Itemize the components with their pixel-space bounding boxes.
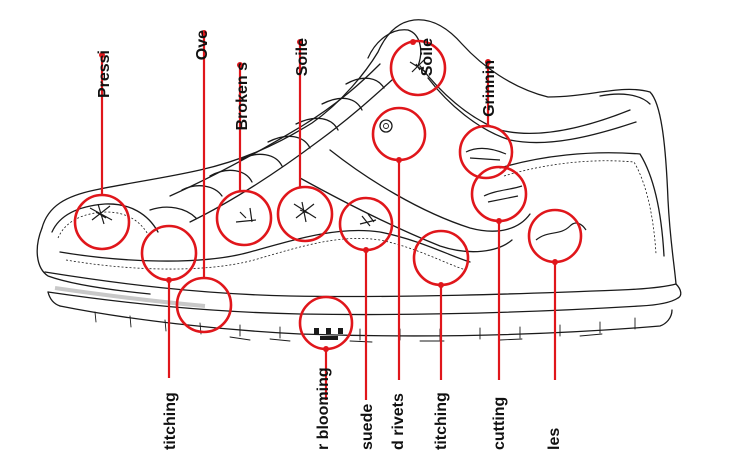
- callout-les: [527, 208, 583, 380]
- callout-circle-grinning: [458, 124, 514, 180]
- leader-dot-broken: [237, 62, 243, 68]
- outsole-toe: [47, 291, 61, 307]
- eyelet-rivet: [379, 119, 393, 133]
- callout-circle-suede: [338, 196, 394, 252]
- side-logo-upper: [299, 177, 513, 253]
- soiled-mark-2: [409, 59, 427, 73]
- heel-counter: [499, 152, 665, 257]
- outsole-bottom: [59, 305, 673, 337]
- broken-stitch-mark: [235, 207, 257, 223]
- toe-outline: [36, 227, 151, 295]
- label-stitching-2: titching: [433, 392, 450, 450]
- leader-dot-pressing: [99, 52, 105, 58]
- toe-cap-stitch: [57, 211, 151, 239]
- label-pressing: Pressi: [96, 50, 113, 98]
- suede-mark: [359, 213, 377, 227]
- callout-pressing: [73, 52, 131, 251]
- leader-dot-over: [201, 30, 207, 36]
- eyelet-rivet-inner: [383, 123, 389, 129]
- pressing-mark: [89, 203, 113, 225]
- laces: [149, 77, 385, 219]
- label-suede: suede: [359, 404, 376, 450]
- callout-over: [175, 30, 233, 334]
- callout-circle-blooming: [298, 295, 354, 351]
- leader-dot-grinning: [485, 59, 491, 65]
- midsole-top: [44, 271, 677, 298]
- upper-outline: [41, 19, 677, 285]
- callout-circle-pressing: [73, 193, 131, 251]
- leader-dot-soiled-1: [297, 39, 303, 45]
- label-rivets: d rivets: [390, 393, 407, 450]
- callout-circle-stitching-1: [140, 224, 198, 282]
- callout-suede: [338, 196, 394, 400]
- label-cutting: cutting: [491, 397, 508, 450]
- eyestay-lower: [189, 79, 393, 223]
- label-les: les: [546, 428, 563, 450]
- callout-stitching-2: [412, 229, 470, 380]
- label-soiled-2: Soile: [419, 38, 436, 76]
- leader-dot-blooming: [323, 346, 329, 352]
- shoe-illustration: [36, 19, 682, 343]
- callout-cutting: [470, 165, 528, 380]
- leader-dot-stitching-1: [166, 277, 172, 283]
- label-soiled-1: Soile: [294, 38, 311, 76]
- tongue: [367, 29, 422, 67]
- callout-circle-les: [527, 208, 583, 264]
- blooming-sole-mark: [314, 328, 343, 340]
- eyestay: [169, 63, 381, 197]
- label-layer: Pressi Ove Broken s Soile Soile Grinnin …: [96, 30, 563, 450]
- label-over: Ove: [194, 30, 211, 60]
- leader-dot-rivets: [396, 157, 402, 163]
- leader-dot-les: [552, 259, 558, 265]
- collar: [419, 65, 631, 134]
- callout-layer: [73, 30, 583, 400]
- callout-rivets: [371, 106, 427, 380]
- leader-dot-stitching-2: [438, 282, 444, 288]
- cutting-mark: [483, 185, 523, 203]
- midsole-bottom: [47, 291, 679, 316]
- callout-circle-broken: [215, 189, 273, 247]
- label-stitching-1: titching: [162, 392, 179, 450]
- midsole-wear-streak: [54, 286, 206, 308]
- defect-marks: [89, 59, 587, 340]
- callout-blooming: [298, 295, 354, 400]
- side-logo-lower: [329, 149, 531, 232]
- soiled-mark-1: [293, 201, 317, 223]
- callout-circle-rivets: [371, 106, 427, 162]
- callout-circle-soiled-1: [276, 185, 334, 243]
- callout-soiled-2: [389, 39, 447, 97]
- mudguard-stitch: [65, 238, 467, 271]
- callout-circle-over: [175, 276, 233, 334]
- heel-tab: [599, 93, 651, 105]
- leader-dot-soiled-2: [410, 39, 416, 45]
- callout-soiled-1: [276, 39, 334, 243]
- grinning-mark: [465, 147, 507, 161]
- wrinkle-mark: [535, 222, 587, 241]
- leader-dot-cutting: [496, 218, 502, 224]
- label-broken: Broken s: [234, 62, 251, 131]
- callout-grinning: [458, 59, 514, 180]
- callout-stitching-1: [140, 224, 198, 378]
- leader-dot-suede: [363, 247, 369, 253]
- toe-cap: [51, 203, 159, 233]
- callout-broken: [215, 62, 273, 247]
- label-blooming: r blooming: [315, 367, 332, 450]
- label-grinning: Grinnin: [481, 60, 498, 117]
- heel-counter-stitch: [503, 160, 657, 255]
- sole-heel-edge: [675, 283, 682, 299]
- callout-circle-soiled-2: [389, 39, 447, 97]
